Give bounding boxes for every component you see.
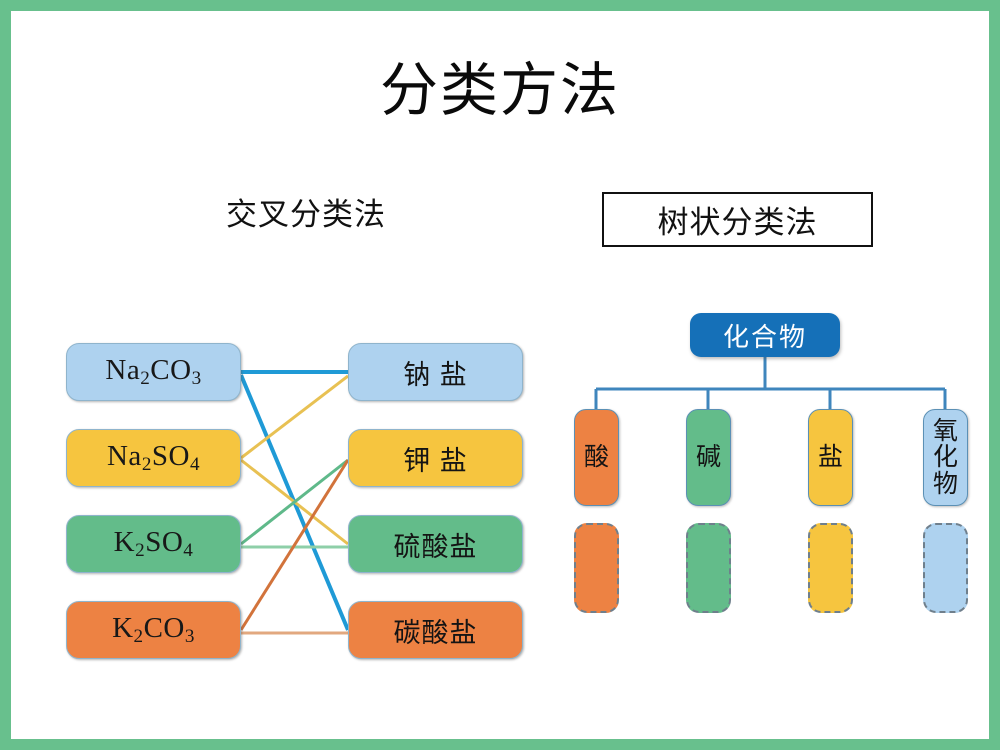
frame-border-top bbox=[0, 0, 1000, 11]
category-label-potassium-salt: 钾 盐 bbox=[403, 445, 468, 476]
cross-classification-diagram: Na2CO3 Na2SO4 K2SO4 K2CO3 钠 盐 钾 盐 硫酸盐 bbox=[56, 326, 536, 666]
tree-node-acid[interactable]: 酸 bbox=[574, 409, 619, 506]
line-k2co3-to-potassium-salt bbox=[239, 459, 350, 631]
tree-slot-salt[interactable] bbox=[808, 523, 853, 613]
substance-box-na2co3[interactable]: Na2CO3 bbox=[66, 343, 241, 401]
tree-node-oxide[interactable]: 氧化物 bbox=[923, 409, 968, 506]
right-panel-heading-box: 树状分类法 bbox=[602, 192, 873, 247]
frame-border-right bbox=[989, 0, 1000, 750]
category-label-carbonate: 碳酸盐 bbox=[393, 617, 478, 648]
tree-root-node-compound[interactable]: 化合物 bbox=[690, 313, 840, 357]
tree-node-salt[interactable]: 盐 bbox=[808, 409, 853, 506]
tree-slot-oxide[interactable] bbox=[923, 523, 968, 613]
category-box-carbonate[interactable]: 碳酸盐 bbox=[348, 601, 523, 659]
tree-slot-base[interactable] bbox=[686, 523, 731, 613]
line-k2so4-to-potassium-salt bbox=[240, 458, 349, 546]
frame-border-left bbox=[0, 0, 11, 750]
tree-connector-lines bbox=[594, 357, 947, 409]
category-label-sulfate: 硫酸盐 bbox=[393, 531, 478, 562]
category-box-sulfate[interactable]: 硫酸盐 bbox=[348, 515, 523, 573]
tree-slot-acid[interactable] bbox=[574, 523, 619, 613]
frame-border-bottom bbox=[0, 739, 1000, 750]
tree-node-label-salt: 盐 bbox=[817, 443, 843, 472]
substance-box-na2so4[interactable]: Na2SO4 bbox=[66, 429, 241, 487]
tree-classification-diagram: 化合物 酸 碱 盐 氧化物 bbox=[551, 301, 991, 631]
line-na2so4-to-sodium-salt bbox=[240, 374, 349, 460]
substance-box-k2so4[interactable]: K2SO4 bbox=[66, 515, 241, 573]
substance-label-na2so4: Na2SO4 bbox=[106, 440, 201, 475]
substance-label-k2co3: K2CO3 bbox=[112, 612, 195, 647]
slide-content: 分类方法 交叉分类法 树状分类法 bbox=[11, 11, 989, 739]
tree-node-label-base: 碱 bbox=[695, 443, 721, 472]
page-title: 分类方法 bbox=[379, 58, 620, 123]
tree-root-label: 化合物 bbox=[722, 321, 807, 352]
tree-node-base[interactable]: 碱 bbox=[686, 409, 731, 506]
category-box-sodium-salt[interactable]: 钠 盐 bbox=[348, 343, 523, 401]
tree-node-label-acid: 酸 bbox=[583, 443, 609, 472]
substance-label-na2co3: Na2CO3 bbox=[105, 354, 202, 389]
cross-connection-lines bbox=[239, 370, 350, 635]
category-box-potassium-salt[interactable]: 钾 盐 bbox=[348, 429, 523, 487]
substance-label-k2so4: K2SO4 bbox=[113, 526, 194, 561]
left-panel-heading: 交叉分类法 bbox=[226, 197, 386, 232]
tree-node-label-oxide: 氧化物 bbox=[932, 416, 958, 498]
right-panel-heading: 树状分类法 bbox=[657, 205, 818, 240]
substance-box-k2co3[interactable]: K2CO3 bbox=[66, 601, 241, 659]
category-label-sodium-salt: 钠 盐 bbox=[403, 359, 468, 390]
